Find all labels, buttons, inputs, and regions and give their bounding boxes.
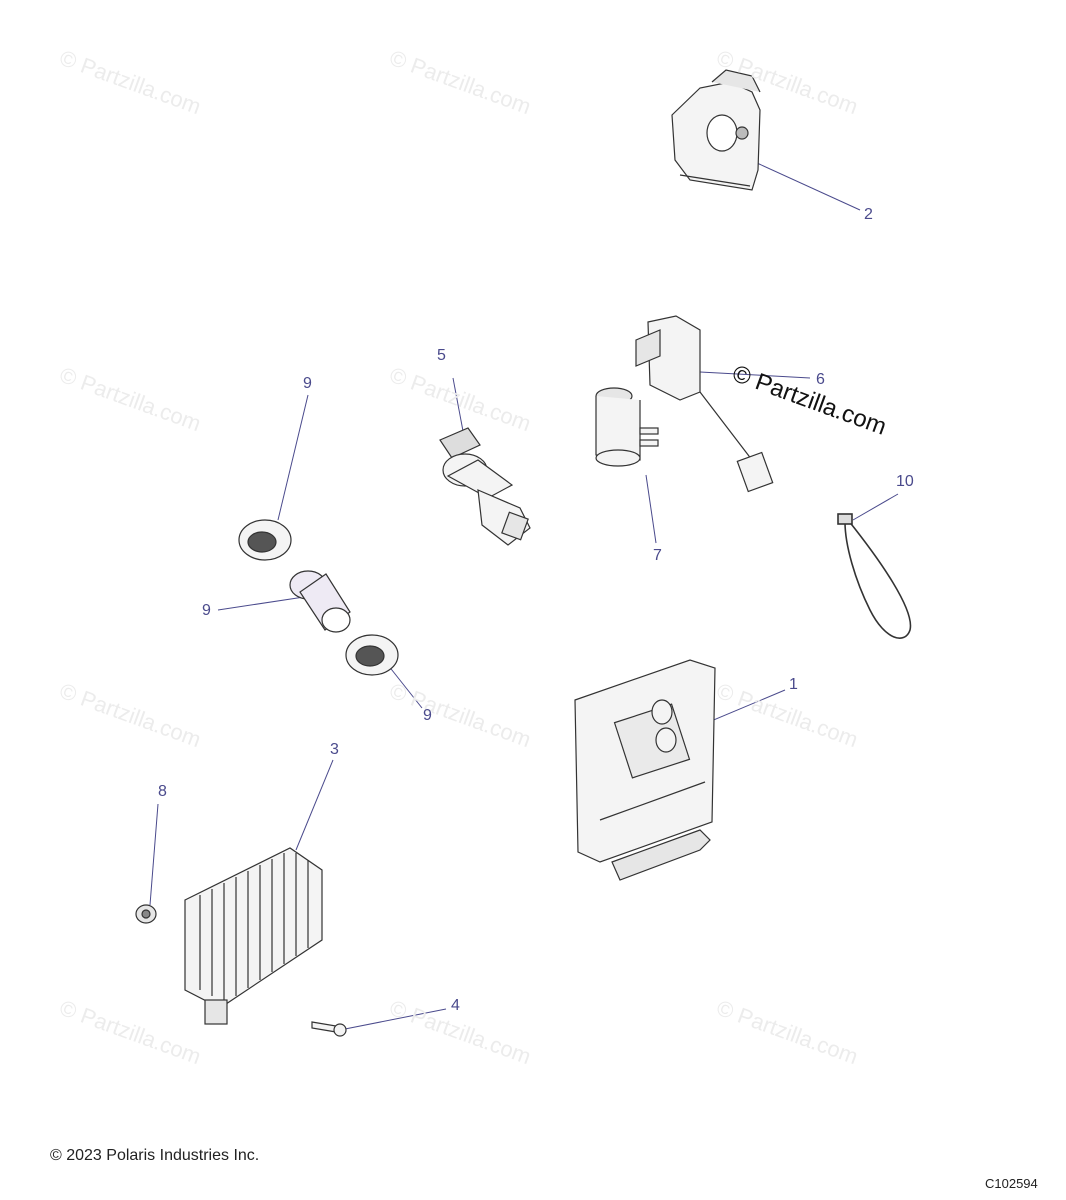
part-2-housing <box>671 69 761 191</box>
callout-9-lower: 9 <box>423 707 432 724</box>
part-9-nut-upper <box>238 519 292 561</box>
callout-4: 4 <box>451 997 460 1014</box>
part-8-nut <box>135 904 157 924</box>
part-9-nut-lower <box>345 634 399 676</box>
callout-7: 7 <box>653 547 662 564</box>
callout-3: 3 <box>330 741 339 758</box>
callout-1: 1 <box>789 676 798 693</box>
callout-9-upper: 9 <box>303 375 312 392</box>
part-4-screw <box>311 1021 347 1037</box>
part-6-module <box>635 315 774 493</box>
part-10-cable-tie <box>837 513 912 639</box>
callout-8: 8 <box>158 783 167 800</box>
part-5-ignition-switch <box>439 427 531 546</box>
callout-9-middle: 9 <box>202 602 211 619</box>
callout-6: 6 <box>816 371 825 388</box>
callout-2: 2 <box>864 206 873 223</box>
part-3-regulator <box>184 847 323 1025</box>
diagram-code: C102594 <box>985 1176 1038 1191</box>
part-9-socket <box>289 570 351 633</box>
callout-10: 10 <box>896 473 914 490</box>
copyright-text: © 2023 Polaris Industries Inc. <box>50 1147 260 1164</box>
callout-5: 5 <box>437 347 446 364</box>
part-7-relay <box>595 387 659 467</box>
part-1-ecu <box>574 659 716 881</box>
